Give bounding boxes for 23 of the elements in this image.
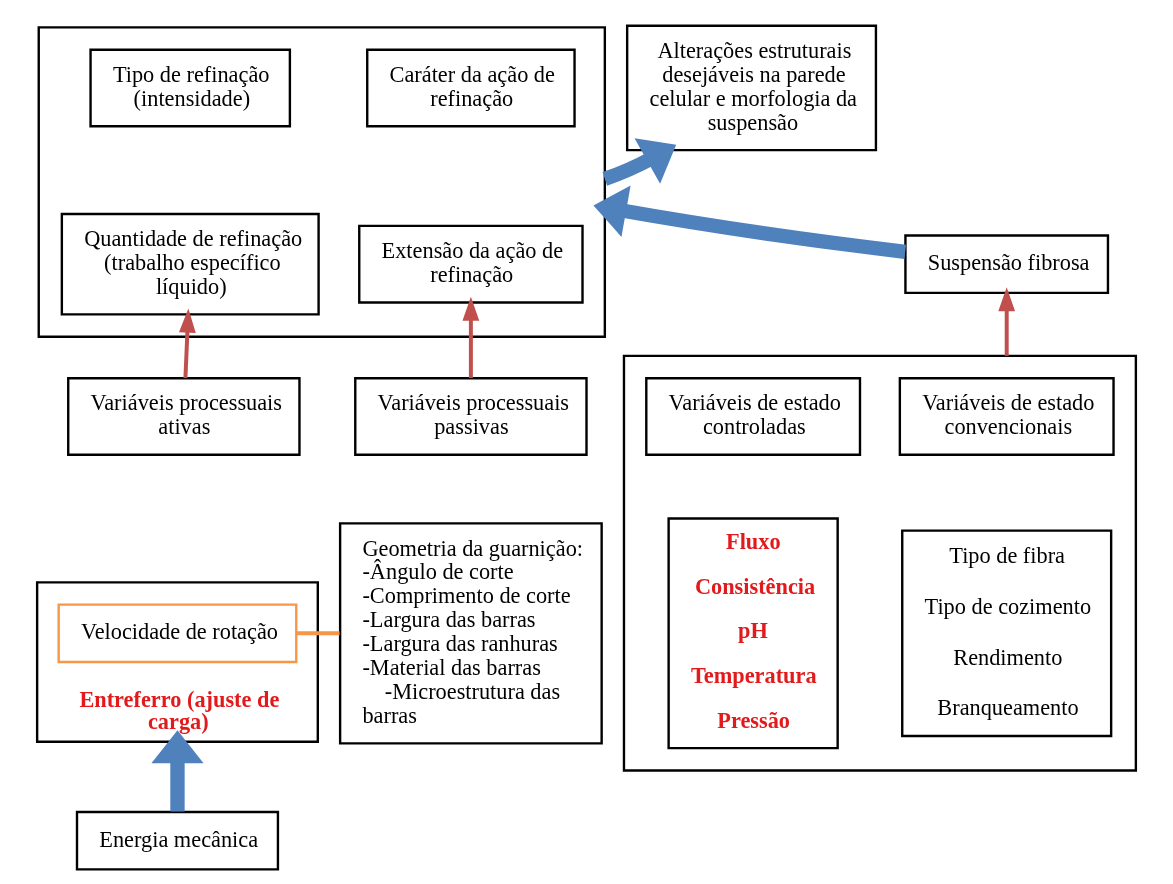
node-box: Suspensão fibrosa — [904, 234, 1110, 295]
node-box: Fluxo Consistência pH Temperatura Pressão — [667, 517, 839, 750]
arrow — [462, 296, 480, 379]
node-box: Caráter da ação de refinação — [366, 48, 576, 128]
cluster — [622, 354, 1138, 772]
arrow — [593, 185, 907, 259]
node-box: Variáveis de estado controladas — [645, 377, 862, 456]
node-box: Variáveis processuais passivas — [354, 377, 588, 456]
arrow — [179, 308, 196, 379]
node-box: Extensão da ação de refinação — [358, 224, 584, 304]
connector — [296, 631, 340, 636]
node-box: Quantidade de refinação (trabalho específico líquido) — [60, 212, 320, 316]
node-box: Tipo de fibra Tipo de cozimento Rendimento Branqueamento — [901, 529, 1113, 738]
node-box: Energia mecânica — [75, 810, 280, 871]
node-box: Variáveis de estado convencionais — [898, 377, 1115, 456]
cluster — [37, 26, 607, 338]
arrow — [998, 287, 1016, 356]
node-box: Velocidade de rotação — [57, 603, 298, 664]
node-box: Geometria da guarnição: -Ângulo de corte -Comprimento de corte -Largura das barras -Largura das ranhuras -Material das barras -Microestrutura das barras — [338, 522, 603, 745]
node-box: Tipo de refinação (intensidade) — [89, 48, 292, 128]
node-box: Variáveis processuais ativas — [67, 377, 301, 456]
node-box: Alterações estruturais desejáveis na parede celular e morfologia da suspensão — [625, 24, 878, 152]
arrow — [151, 730, 204, 812]
